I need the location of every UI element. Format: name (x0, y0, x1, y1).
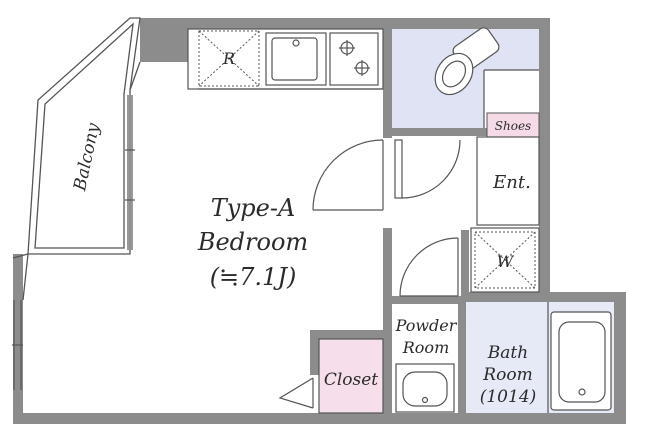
washbasin-icon (395, 363, 455, 413)
balcony-label: Balcony (70, 121, 104, 193)
fridge: R (198, 30, 260, 87)
shoes-label: Shoes (495, 119, 531, 133)
bedroom-size: (≒7.1J) (210, 263, 297, 291)
powder-label-2: Room (402, 338, 449, 357)
kitchen-counter (187, 28, 384, 90)
washer-label: W (497, 252, 515, 271)
balcony-window (125, 95, 135, 250)
toilet-icon (434, 27, 500, 96)
exterior-walls (13, 18, 626, 424)
closet: Closet (318, 338, 384, 414)
shoe-cabinet: Shoes (486, 112, 540, 138)
entrance: Ent. (476, 136, 540, 226)
stove-burner-icon (329, 32, 379, 86)
bedroom-name: Bedroom (197, 228, 308, 256)
bedroom-type: Type-A (211, 194, 296, 222)
bath-label-1: Bath (487, 343, 528, 363)
left-slope-wall (12, 253, 29, 301)
washer: W (470, 227, 540, 293)
fridge-label: R (222, 49, 235, 68)
closet-label: Closet (324, 370, 378, 390)
bathtub-icon (550, 311, 612, 411)
powder-label-1: Powder (395, 316, 458, 335)
bath-label-2: Room (482, 365, 532, 385)
bath-label-3: (1014) (480, 387, 537, 407)
bedroom-left-window (12, 300, 23, 390)
entrance-label: Ent. (492, 172, 531, 193)
sink-icon (265, 32, 327, 86)
bedroom-label: Type-A Bedroom (≒7.1J) (197, 194, 308, 291)
